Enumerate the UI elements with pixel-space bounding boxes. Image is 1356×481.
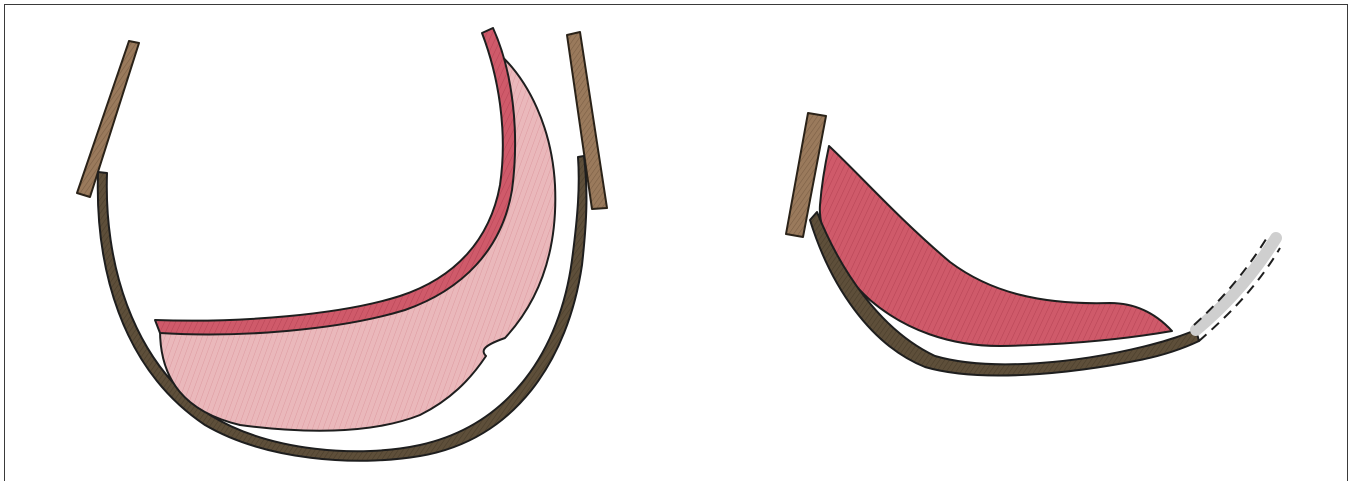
upper-left-strip — [77, 41, 139, 197]
dashed-extension — [1194, 236, 1280, 341]
right-panel — [786, 113, 1280, 376]
inner-red-layer-body — [160, 50, 555, 431]
left-panel — [77, 28, 607, 461]
